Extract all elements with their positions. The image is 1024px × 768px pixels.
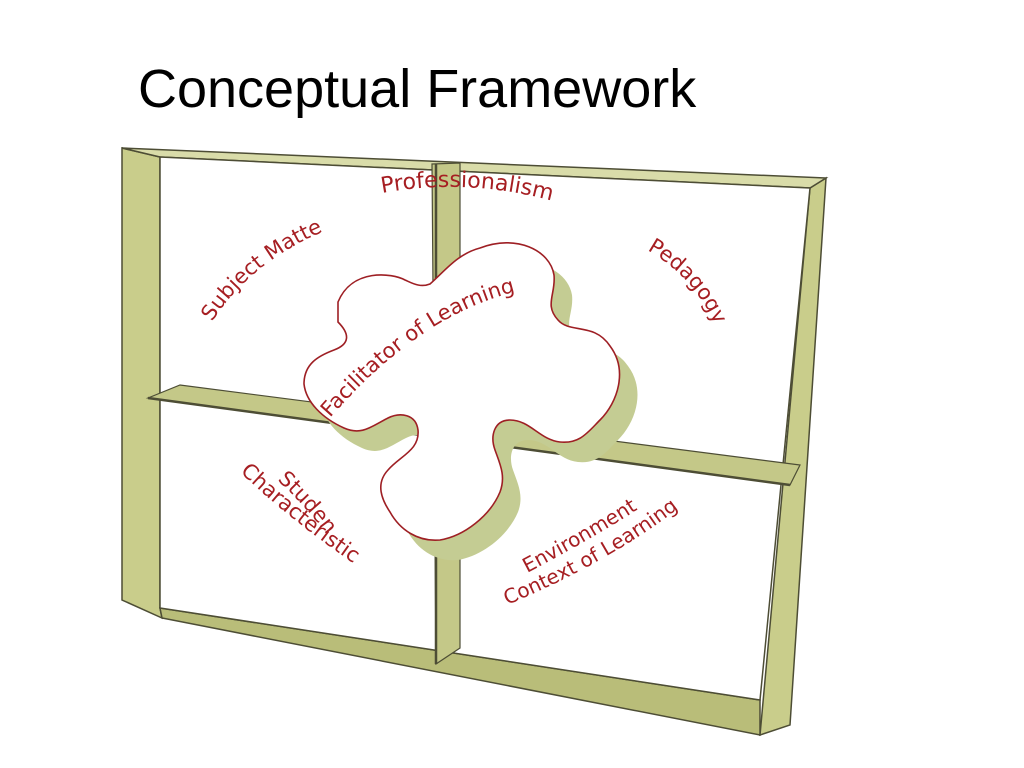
slide-title: Conceptual Framework: [138, 59, 697, 119]
frame-left-side: [121, 147, 164, 620]
puzzle-piece: [303, 242, 621, 541]
